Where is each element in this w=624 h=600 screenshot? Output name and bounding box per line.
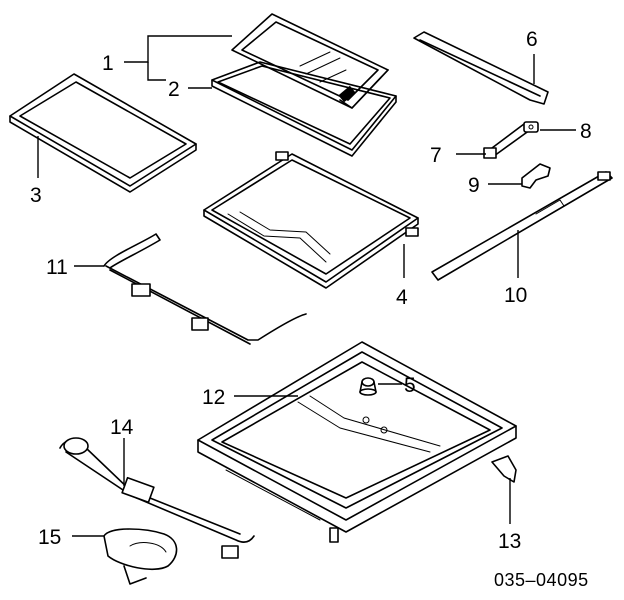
part-6-deflector xyxy=(413,31,549,105)
callout-1: 1 xyxy=(102,52,114,75)
callout-7: 7 xyxy=(430,144,442,167)
reference-code: 035–04095 xyxy=(494,570,589,590)
part-5-clip xyxy=(359,377,377,396)
callout-14: 14 xyxy=(110,416,134,439)
callout-2: 2 xyxy=(168,78,180,101)
part-12-frame xyxy=(197,341,517,543)
part-11-cable xyxy=(103,233,307,345)
part-14-drive-cable xyxy=(59,437,255,559)
callout-12: 12 xyxy=(202,386,225,409)
part-15-motor xyxy=(103,528,178,585)
part-4-sunshade xyxy=(203,151,419,289)
callout-4: 4 xyxy=(396,286,408,309)
part-8-bracket xyxy=(523,121,539,133)
callout-9: 9 xyxy=(468,174,480,197)
callout-10: 10 xyxy=(504,284,527,307)
part-13-guide xyxy=(491,455,517,483)
callout-11: 11 xyxy=(46,256,68,279)
callout-6: 6 xyxy=(526,28,538,51)
callout-5: 5 xyxy=(404,374,416,397)
part-2-lid-seal xyxy=(211,61,397,157)
part-9-link xyxy=(521,163,551,189)
callout-15: 15 xyxy=(38,526,61,549)
part-1-glass-lid xyxy=(231,13,389,109)
part-10-rail xyxy=(431,171,613,281)
callout-3: 3 xyxy=(30,184,42,207)
callout-13: 13 xyxy=(498,530,521,553)
part-3-weatherstrip xyxy=(9,73,197,193)
callout-8: 8 xyxy=(580,120,592,143)
leader-lines xyxy=(37,35,576,537)
part-7-deflector-arm xyxy=(483,123,531,159)
